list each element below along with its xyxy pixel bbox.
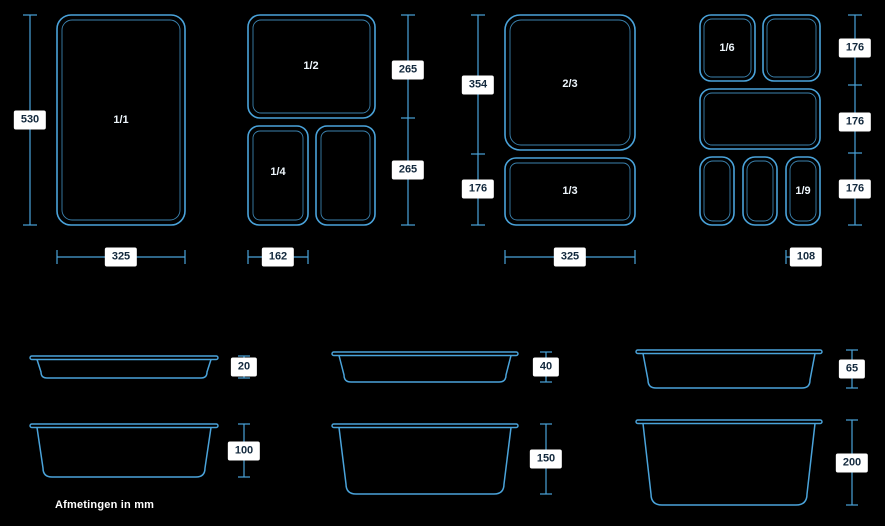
gn-1-9-pan-1-top-view — [699, 156, 735, 226]
pan-rim — [29, 355, 219, 361]
pan-body — [338, 355, 512, 383]
pan-rim — [635, 419, 823, 425]
gn-1-4-left-top-view — [247, 125, 309, 226]
pan-inner-line — [789, 160, 817, 222]
dim-label-176-row2: 176 — [838, 112, 872, 132]
side-view-depth-65 — [635, 349, 823, 389]
pan-inner-line — [252, 130, 304, 221]
pan-inner-line — [509, 19, 631, 146]
pan-rim — [331, 423, 519, 429]
pan-label-1-1: 1/1 — [113, 114, 129, 126]
gn-1-6-left-top-view — [699, 14, 756, 82]
pan-inner-line — [252, 19, 371, 114]
dim-label-530: 530 — [13, 110, 47, 130]
side-view-depth-20 — [29, 355, 219, 379]
gn-1-4-right-top-view — [315, 125, 376, 226]
pan-label-1-2: 1/2 — [303, 60, 319, 72]
pan-inner-line — [703, 18, 752, 78]
dim-label-325-full: 325 — [104, 247, 138, 267]
pan-inner-line — [746, 160, 774, 222]
pan-outline — [247, 14, 376, 119]
pan-outline — [699, 156, 735, 226]
pan-label-2-3: 2/3 — [562, 78, 578, 90]
pan-inner-line — [61, 19, 181, 221]
pan-body — [36, 359, 212, 379]
pan-outline — [247, 125, 309, 226]
pan-rim — [331, 351, 519, 357]
depth-label-200: 200 — [835, 453, 869, 473]
pan-rim — [29, 423, 219, 429]
pan-label-1-9: 1/9 — [795, 185, 811, 197]
depth-label-150: 150 — [529, 449, 563, 469]
pan-body — [642, 353, 816, 389]
pan-outline — [762, 14, 821, 82]
side-view-depth-40 — [331, 351, 519, 383]
footer-note: Afmetingen in mm — [55, 499, 155, 511]
dim-label-162: 162 — [261, 247, 295, 267]
dim-label-176-third: 176 — [461, 179, 495, 199]
pan-inner-line — [766, 18, 817, 78]
depth-label-100: 100 — [227, 441, 261, 461]
pan-outline — [315, 125, 376, 226]
pan-outline — [504, 14, 636, 151]
pan-outline — [742, 156, 778, 226]
pan-label-1-4: 1/4 — [270, 166, 286, 178]
side-view-depth-100 — [29, 423, 219, 478]
dim-label-265-top: 265 — [391, 60, 425, 80]
depth-label-40: 40 — [532, 357, 560, 377]
gn-1-9-pan-2-top-view — [742, 156, 778, 226]
depth-label-20: 20 — [230, 357, 258, 377]
dim-label-176-row3: 176 — [838, 179, 872, 199]
pan-inner-line — [320, 130, 371, 221]
pan-body — [642, 423, 816, 506]
gn-1-9-pan-3-top-view — [785, 156, 821, 226]
dim-height-265x2 — [401, 14, 415, 226]
pan-outline — [785, 156, 821, 226]
dim-label-354: 354 — [461, 75, 495, 95]
pan-outline — [699, 88, 821, 150]
pan-inner-line — [703, 92, 817, 146]
pan-body — [36, 427, 212, 478]
pan-outline — [699, 14, 756, 82]
side-view-depth-200 — [635, 419, 823, 506]
pan-outline — [504, 157, 636, 226]
pan-rim — [635, 349, 823, 355]
side-view-depth-150 — [331, 423, 519, 495]
dim-label-108: 108 — [789, 247, 823, 267]
gn-1-2-top-view — [247, 14, 376, 119]
dim-label-325-twothirds: 325 — [553, 247, 587, 267]
pan-outline — [56, 14, 186, 226]
pan-inner-line — [509, 162, 631, 221]
pan-body — [338, 427, 512, 495]
dim-label-265-bottom: 265 — [391, 160, 425, 180]
pan-label-1-6: 1/6 — [719, 42, 735, 54]
gn-2-3-top-view — [504, 14, 636, 151]
depth-label-65: 65 — [838, 359, 866, 379]
gn-1-1-top-view — [56, 14, 186, 226]
pan-label-1-3: 1/3 — [562, 185, 578, 197]
gn-1-3-top-view — [504, 157, 636, 226]
gn-1-6-right-top-view — [762, 14, 821, 82]
dim-label-176-row1: 176 — [838, 38, 872, 58]
pan-inner-line — [703, 160, 731, 222]
gn-middle-pan-top-view — [699, 88, 821, 150]
